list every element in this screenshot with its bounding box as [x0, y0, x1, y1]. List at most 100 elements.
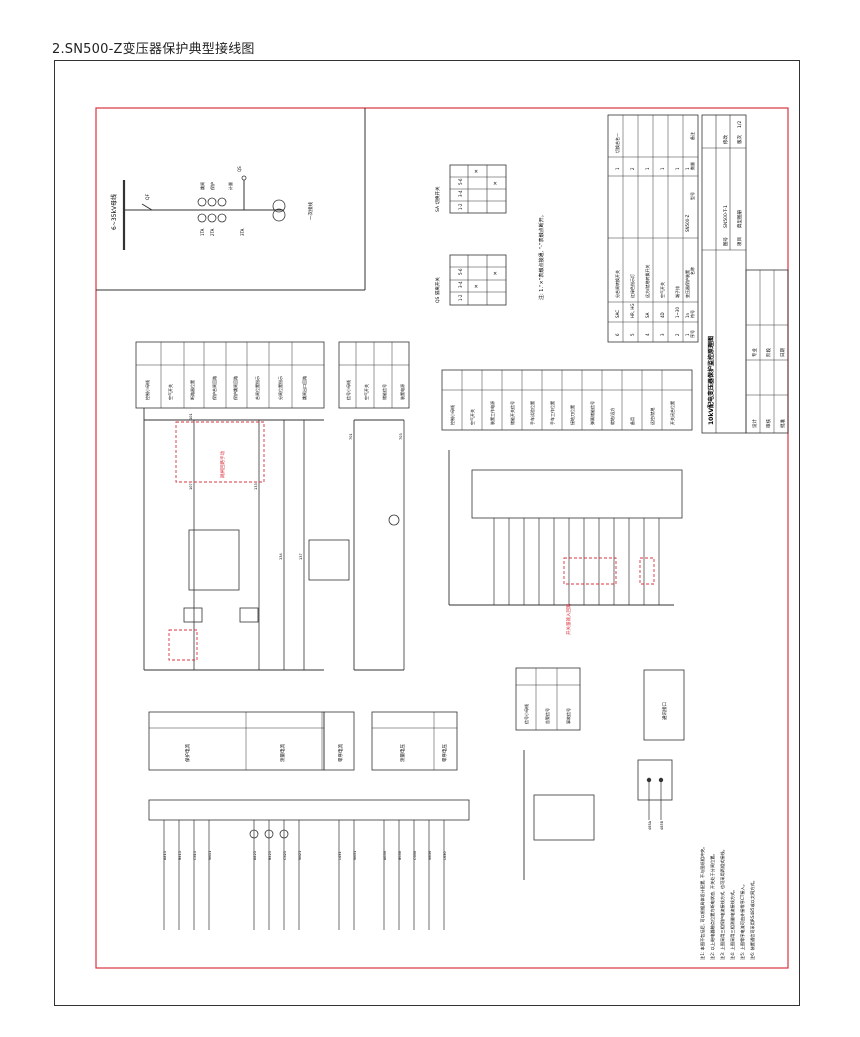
- binary-input-red-label: 开关量输入回路: [565, 603, 572, 635]
- svg-text:1: 1: [615, 167, 620, 170]
- svg-text:1: 1: [645, 167, 650, 170]
- svg-text:SAC: SAC: [615, 310, 620, 318]
- svg-text:B411: B411: [178, 851, 182, 860]
- svg-text:注5: 上图零序电流可由外接零序CT接入。: 注5: 上图零序电流可由外接零序CT接入。: [739, 882, 746, 960]
- primary-circuit: 6~35kV母线 QF 1TA 2TA 3TA 跳闸 保护 计量 QS 一次接线: [96, 108, 366, 291]
- svg-text:手车工作位置: 手车工作位置: [549, 401, 555, 425]
- page-title: 2.SN500-Z变压器保护典型接线图: [52, 42, 255, 57]
- svg-text:6: 6: [615, 333, 620, 336]
- svg-text:701: 701: [349, 433, 353, 440]
- svg-text:保护跳闸回路: 保护跳闸回路: [232, 376, 238, 400]
- svg-text:型号: 型号: [689, 192, 695, 200]
- svg-text:红绿色指示灯: 红绿色指示灯: [629, 274, 635, 298]
- title-block: 10kV配电变压器保护监控原理图 图号 SN500-T-1 项目 典型图册 修改…: [701, 114, 789, 434]
- svg-text:修改: 修改: [722, 135, 729, 144]
- svg-text:空气开关: 空气开关: [659, 282, 665, 298]
- svg-text:阶段: 阶段: [765, 348, 772, 357]
- svg-text:4D: 4D: [660, 312, 665, 318]
- svg-text:A421: A421: [253, 851, 257, 860]
- svg-text:空气开关: 空气开关: [469, 409, 475, 425]
- svg-text:空气开关: 空气开关: [363, 384, 369, 400]
- switch-table-2-title: QS 隔离开关: [434, 277, 441, 303]
- contact-notes: 注: 1.“×”表触点接通, “-”表触点断开。: [538, 212, 545, 300]
- manual-trip-box: [175, 421, 265, 483]
- svg-text:远控/就地: 远控/就地: [649, 408, 655, 425]
- svg-text:5-6: 5-6: [458, 268, 463, 275]
- revision: 1/2: [737, 121, 743, 128]
- svg-text:跳闸出口回路: 跳闸出口回路: [301, 376, 307, 400]
- manual-trip-label: 跳闸回路手动: [219, 451, 226, 478]
- project-name: 典型图册: [736, 210, 743, 228]
- svg-text:装置电源: 装置电源: [399, 384, 405, 400]
- equipment-table: 序号 符号 名称 型号 数量 备注 6 SAC 分合闸转换开关 1 切换合名— …: [607, 114, 699, 343]
- svg-text:注6: 装置通信可采用RS485或以太网方式。: 注6: 装置通信可采用RS485或以太网方式。: [749, 878, 756, 960]
- svg-text:审核: 审核: [765, 419, 772, 428]
- svg-text:HR, HG: HR, HG: [630, 304, 635, 318]
- svg-text:测量电压: 测量电压: [399, 744, 406, 762]
- meter-label: 计量: [227, 182, 233, 190]
- ta1-label: 1TA: [200, 228, 205, 236]
- svg-text:C421: C421: [283, 851, 287, 860]
- svg-text:1~30: 1~30: [675, 307, 680, 318]
- svg-text:1: 1: [685, 333, 690, 336]
- svg-text:事故信号: 事故信号: [565, 708, 571, 724]
- svg-text:2: 2: [675, 333, 680, 336]
- drawing-number: SN500-T-1: [723, 205, 729, 228]
- svg-text:手车试验位置: 手车试验位置: [529, 401, 535, 425]
- svg-text:C630: C630: [413, 851, 417, 860]
- svg-text:注1: 本图不包括后, 可以根据具体设计配置, 不与图纸相冲: 注1: 本图不包括后, 可以根据具体设计配置, 不与图纸相冲突。: [699, 845, 706, 960]
- svg-text:测量电流: 测量电流: [279, 744, 286, 762]
- svg-text:1n: 1n: [685, 312, 690, 318]
- svg-text:×: ×: [474, 284, 478, 290]
- svg-text:就地/远方: 就地/远方: [609, 408, 615, 425]
- svg-text:4: 4: [645, 333, 650, 336]
- svg-text:信号小母线: 信号小母线: [523, 704, 529, 724]
- svg-text:134: 134: [279, 553, 283, 560]
- svg-text:注2: 以上继电器触点位置为断电状态, 开关处于分闸位置。: 注2: 以上继电器触点位置为断电状态, 开关处于分闸位置。: [709, 851, 716, 960]
- wiring-diagram-sheet: 6~35kV母线 QF 1TA 2TA 3TA 跳闸 保护 计量 QS 一次接线…: [54, 60, 800, 1006]
- svg-text:N421: N421: [298, 851, 302, 860]
- svg-text:3-4: 3-4: [458, 281, 463, 288]
- svg-text:N411: N411: [208, 851, 212, 860]
- svg-text:×: ×: [493, 181, 497, 187]
- svg-text:保护电流: 保护电流: [184, 744, 191, 762]
- svg-text:107: 107: [189, 483, 193, 490]
- svg-text:3: 3: [660, 333, 665, 336]
- svg-text:装置工作电源: 装置工作电源: [489, 401, 495, 425]
- svg-text:N431: N431: [353, 851, 357, 860]
- svg-text:L431: L431: [338, 851, 342, 860]
- svg-text:项目: 项目: [737, 237, 743, 246]
- svg-text:零序电流: 零序电流: [337, 744, 344, 762]
- svg-text:数量: 数量: [689, 162, 695, 170]
- svg-text:1-2: 1-2: [458, 294, 463, 301]
- svg-text:控制小母线: 控制小母线: [449, 405, 455, 425]
- svg-text:3-4: 3-4: [458, 190, 463, 197]
- ta3-label: 3TA: [240, 228, 245, 236]
- svg-text:备注: 备注: [689, 132, 695, 140]
- svg-text:变压器保护装置: 变压器保护装置: [684, 270, 690, 298]
- svg-text:远方/就地转换开关: 远方/就地转换开关: [644, 265, 650, 298]
- control-circuit: 控制小母线 空气开关 断路器位置 保护合闸回路 保护跳闸回路 合闸位置指示 分闸…: [135, 341, 325, 671]
- svg-text:2: 2: [630, 167, 635, 170]
- svg-text:名称: 名称: [689, 267, 695, 275]
- svg-text:专业: 专业: [751, 348, 758, 357]
- svg-text:A411: A411: [163, 851, 167, 860]
- binary-input-circuit: 控制小母线 空气开关 装置工作电源 储能开关信号 手车试验位置 手车工作位置 接…: [441, 369, 693, 635]
- qf-label: QF: [145, 193, 151, 200]
- svg-text:设计: 设计: [751, 419, 758, 428]
- svg-text:1: 1: [685, 167, 690, 170]
- load-label: 一次接线: [307, 202, 314, 220]
- svg-text:5-6: 5-6: [458, 178, 463, 185]
- svg-text:端子排: 端子排: [674, 286, 680, 298]
- svg-text:B630: B630: [398, 851, 402, 860]
- svg-text:合闸位置指示: 合闸位置指示: [254, 376, 260, 400]
- svg-text:符号: 符号: [689, 310, 695, 318]
- switch-tables: SA 切换开关 1-2 3-4 5-6 ×× QS 隔离开关 1-2 3-4 5…: [434, 164, 545, 306]
- svg-text:1-2: 1-2: [458, 203, 463, 210]
- outer-frame: [54, 60, 800, 1006]
- bus-label: 6~35kV母线: [110, 194, 118, 230]
- svg-text:137: 137: [299, 553, 303, 560]
- protect-label: 保护: [209, 182, 215, 190]
- signal-circuit: 信号小母线 空气开关 储能信号 装置电源 701 703: [308, 341, 410, 671]
- svg-text:切换合名—: 切换合名—: [614, 133, 620, 153]
